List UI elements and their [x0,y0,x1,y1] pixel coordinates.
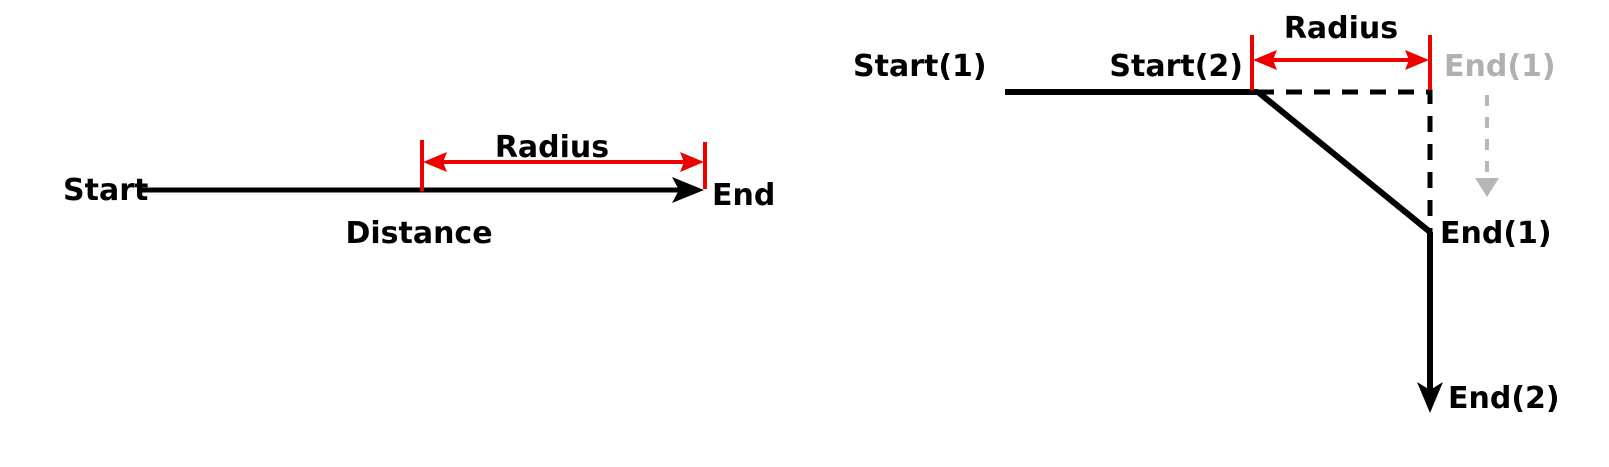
right-end1-label: End(1) [1440,216,1552,251]
left-end-label: End [712,178,775,213]
right-ghost-move-arrowhead [1475,178,1499,197]
right-radius-label: Radius [1284,11,1398,46]
right-start1-label: Start(1) [853,49,987,84]
left-end-arrowhead [672,177,704,203]
right-start2-label: Start(2) [1109,49,1243,84]
right-end1-ghost-label: End(1) [1444,49,1556,84]
left-start-label: Start [63,173,148,208]
right-panel: Start(1) Start(2) Radius End(1) End(1) E… [853,11,1560,416]
left-radius-arrowhead-end [680,152,704,172]
left-radius-arrowhead-start [423,152,447,172]
right-radius-arrowhead-end [1405,50,1429,70]
right-end2-label: End(2) [1448,381,1560,416]
left-panel: Start End Radius Distance [63,130,775,251]
left-radius-label: Radius [495,130,609,165]
right-diagonal-line [1256,89,1432,235]
right-end2-arrowhead [1417,382,1443,413]
left-distance-label: Distance [345,216,492,251]
right-radius-arrowhead-start [1253,50,1277,70]
right-dashed-corner-path [1258,89,1433,232]
